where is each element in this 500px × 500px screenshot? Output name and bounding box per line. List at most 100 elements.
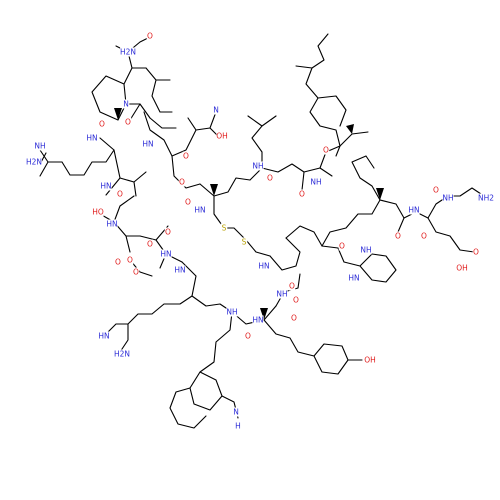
atom-label-bg xyxy=(100,181,112,191)
atom-label-bg xyxy=(182,151,190,161)
atom-label-h2n-amidine-top: H2N xyxy=(26,157,42,167)
atom-label-o-pro: O xyxy=(98,119,106,129)
atom-label-bg xyxy=(98,119,106,129)
atom-label-s-2: S xyxy=(240,237,248,247)
atom-label-bg xyxy=(26,157,42,167)
atom-label-text: HN xyxy=(86,134,97,143)
atom-label-text: N xyxy=(233,408,239,417)
atom-label-nh2-amidine-top: NH xyxy=(34,141,46,151)
atom-label-bg xyxy=(442,193,454,203)
atom-label-text: O xyxy=(117,190,123,199)
atom-label-bg xyxy=(276,289,288,299)
atom-label-text: O xyxy=(115,258,121,267)
atom-label-o-asp-a: O xyxy=(182,151,190,161)
atom-label-bg xyxy=(34,141,46,151)
atom-label-text: O xyxy=(291,314,297,323)
atom-label-o-tyr: O xyxy=(290,313,298,323)
atom-label-bg xyxy=(86,133,98,143)
atom-label-text: O xyxy=(183,152,189,161)
atom-label-o-glu-side: O xyxy=(472,247,480,257)
atom-label-bg xyxy=(292,295,300,305)
atom-label-bg xyxy=(432,185,440,195)
atom-label-bg xyxy=(106,219,118,229)
atom-label-bg xyxy=(212,105,220,115)
atom-label-bg xyxy=(420,231,428,241)
atom-label-bg xyxy=(174,265,186,275)
atom-label-o-ala: O xyxy=(298,189,306,199)
atom-label-s-1: S xyxy=(220,223,228,233)
atom-label-o-asn1-a: O xyxy=(124,117,132,127)
atom-label-bg xyxy=(124,117,132,127)
atom-label-bg xyxy=(164,227,172,237)
atom-label-bg xyxy=(408,205,420,215)
atom-label-text: O xyxy=(147,32,153,41)
atom-label-bg xyxy=(322,145,330,155)
atom-label-hn-trp: NH xyxy=(226,307,238,317)
stereo-wedges xyxy=(114,108,384,320)
atom-label-text: N xyxy=(213,106,219,115)
atom-label-h2n-asn1: H2N xyxy=(120,47,136,57)
atom-label-text: O xyxy=(179,178,185,187)
atom-label-n-indole: N xyxy=(232,407,240,417)
atom-label-text: NH xyxy=(442,194,453,203)
atom-label-text: HN xyxy=(106,220,117,229)
atom-label-bg xyxy=(298,189,306,199)
atom-label-hn-aca: HN xyxy=(160,249,172,259)
atom-label-bg xyxy=(290,313,298,323)
atom-label-text: S xyxy=(242,238,247,247)
atom-label-oh-glu-side: OH xyxy=(456,263,468,273)
atom-label-nh-ala: NH xyxy=(310,177,322,187)
atom-label-bg xyxy=(142,139,154,149)
atom-label-text: O xyxy=(433,186,439,195)
atom-label-o-ile: O xyxy=(126,255,134,265)
atom-label-text: O xyxy=(185,198,191,207)
atom-label-text: OH xyxy=(456,264,468,273)
atom-label-o-aca: O xyxy=(146,239,154,249)
atom-label-bg xyxy=(146,239,154,249)
atom-label-bg xyxy=(114,349,130,359)
atom-label-text: O xyxy=(267,174,273,183)
atom-label-text: O xyxy=(99,120,105,129)
atom-label-o-trp: O xyxy=(244,331,252,341)
atom-label-text: H xyxy=(235,422,241,431)
atom-label-oh-asp: OH xyxy=(216,131,228,141)
atom-label-text: HN xyxy=(98,332,109,341)
atom-label-text: O xyxy=(165,228,171,237)
atom-label-text: HN xyxy=(408,206,419,215)
atom-label-o-cys1: O xyxy=(184,197,192,207)
atom-label-hn-tyr: HN xyxy=(252,315,264,325)
atom-label-o-asn2-side: O xyxy=(114,257,122,267)
atom-label-hn-arg1: HN xyxy=(100,181,112,191)
atom-label-bg xyxy=(114,257,122,267)
atom-label-text: O xyxy=(395,232,401,241)
atom-label-hn-cys1: HN xyxy=(194,205,206,215)
atom-label-bg xyxy=(178,177,186,187)
atom-label-hn-phe: HN xyxy=(348,273,360,283)
atom-label-oh-tyr: OH xyxy=(364,355,376,365)
atom-label-hn-asn1: HN xyxy=(142,139,154,149)
atom-label-text: O xyxy=(127,256,133,265)
atom-label-bg xyxy=(266,173,274,183)
atom-label-text: NH xyxy=(276,290,287,299)
atom-label-text: N xyxy=(123,100,129,109)
atom-label-nh-val: NH xyxy=(360,245,372,255)
atom-label-o-leu: O xyxy=(266,173,274,183)
atom-label-hn-gln: HN xyxy=(258,261,270,271)
atom-label-text: HN xyxy=(174,266,185,275)
atom-label-nh-leu: NH xyxy=(252,161,264,171)
atom-label-text: O xyxy=(299,190,305,199)
atom-label-bg xyxy=(252,161,264,171)
atom-label-hn-cys2: NH xyxy=(276,289,288,299)
atom-label-nh2-gly: NH2 xyxy=(478,193,494,203)
atom-label-bg xyxy=(232,407,240,417)
atom-label-text: O xyxy=(245,332,251,341)
atom-label-text: OH xyxy=(216,132,228,141)
atom-label-bg xyxy=(122,99,130,109)
atom-label-o-arg1: O xyxy=(116,189,124,199)
atom-label-bg xyxy=(226,307,238,317)
atom-label-o-ibu: O xyxy=(322,145,330,155)
atom-label-hn-ile: HN xyxy=(106,219,118,229)
atom-label-n-pro: N xyxy=(122,99,130,109)
